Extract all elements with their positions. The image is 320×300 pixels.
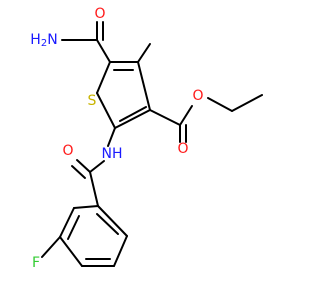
bond-ester-c-o-single — [179, 105, 193, 126]
bond-c5-nh — [107, 127, 116, 147]
bond-c-f — [41, 236, 61, 258]
bond-nh-carbonyl — [89, 160, 105, 173]
atom-ester-o-single: O — [192, 88, 203, 104]
atom-amide-nh2-n: N — [47, 32, 57, 48]
bonds — [41, 21, 263, 267]
bond-ethyl — [231, 94, 263, 112]
atom-fluorine: F — [32, 255, 40, 271]
bond-ar-2 — [59, 207, 75, 238]
bond-ester-o-ch2 — [207, 97, 233, 112]
atom-benzoyl-o: O — [62, 143, 73, 159]
atom-amide-nh2: H2N — [30, 32, 57, 49]
bond-methyl — [137, 43, 151, 63]
bond-ring-s-c5 — [96, 92, 116, 129]
bond-ar-6 — [97, 205, 128, 237]
atom-amide-nh2-h: H — [30, 32, 41, 48]
atom-amide-o: O — [94, 6, 105, 22]
bond-ring-c5-c4 — [114, 109, 151, 129]
bond-ar-6-double — [96, 213, 119, 235]
molecule-structure: H2N O S NH O O O F — [30, 6, 263, 271]
bond-ring-c5-c4-double — [119, 106, 147, 122]
bond-ring-c4-c3 — [137, 61, 151, 111]
bond-ester-c4-c — [149, 109, 181, 126]
bond-ring-c2-s — [96, 61, 111, 94]
bond-benzoyl-c-o — [76, 159, 91, 173]
atom-ester-o-double: O — [177, 141, 188, 157]
atom-ring-s: S — [88, 93, 97, 109]
bond-ar-3 — [59, 236, 83, 267]
atom-amide-nh2-sub: 2 — [41, 38, 47, 49]
bond-amide-c-ring — [96, 39, 111, 63]
bond-benzoyl-c-ring — [89, 171, 99, 207]
atom-labels: H2N O S NH O O O F — [30, 6, 203, 271]
bond-benzoyl-c-o-double — [71, 165, 86, 179]
bond-ar-1 — [73, 205, 99, 209]
bond-ar-2-double — [67, 215, 80, 240]
bond-ar-5 — [113, 235, 128, 267]
atom-nh: NH — [102, 146, 123, 162]
